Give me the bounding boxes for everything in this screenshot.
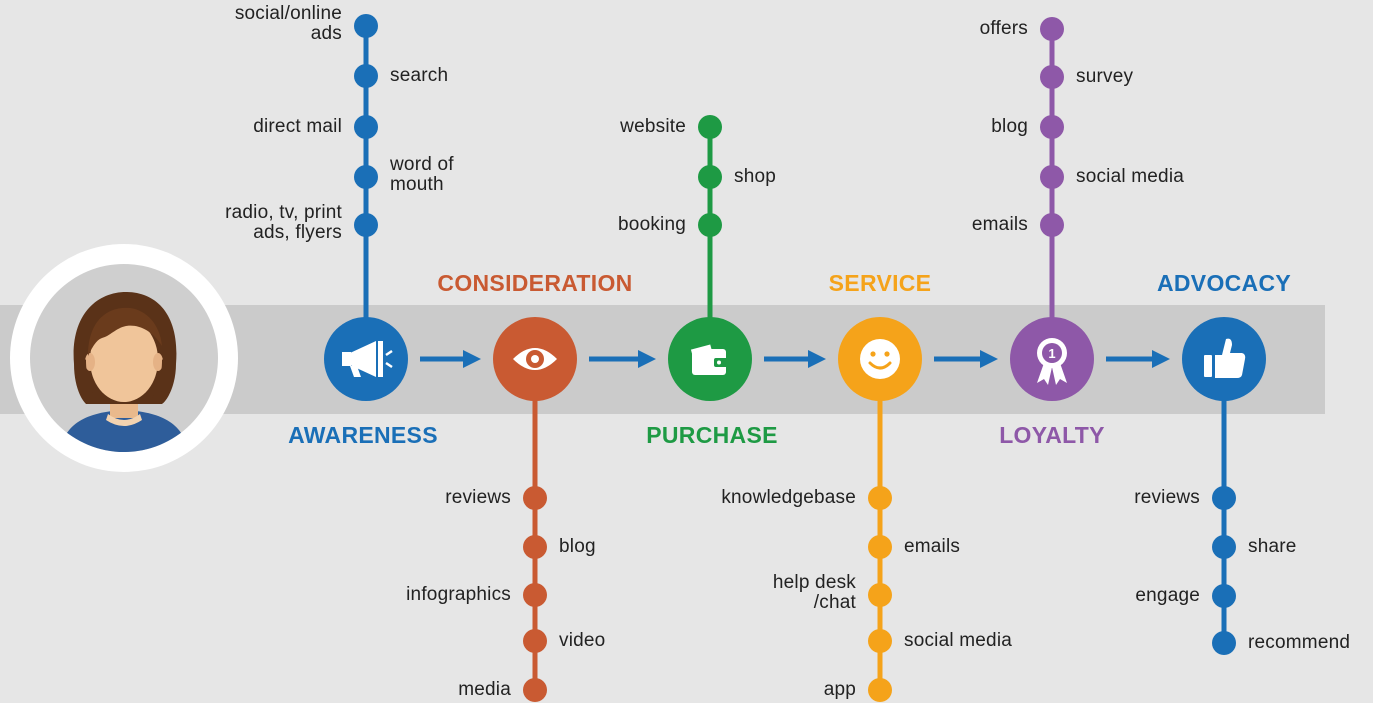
touchpoint-dot [1212,584,1236,608]
touchpoint-dot [868,583,892,607]
touchpoint-label: website [620,116,686,137]
woman-avatar-graphic [60,292,188,452]
touchpoint-dot [1040,65,1064,89]
touchpoint-label: recommend [1248,632,1351,653]
touchpoint-dot [354,14,378,38]
smiley-icon [860,339,900,379]
touchpoint-label: search [390,65,449,86]
touchpoint-dot [354,213,378,237]
woman-avatar-icon [30,264,218,452]
stage-consideration [493,317,577,702]
touchpoint-label: shop [734,166,777,187]
touchpoint-dot [698,165,722,189]
touchpoint-label: radio, tv, print ads, flyers [225,202,342,243]
touchpoint-label: video [559,630,606,651]
touchpoint-label: offers [979,18,1028,39]
stage-title-loyalty: LOYALTY [999,422,1105,448]
touchpoint-dot [1040,165,1064,189]
touchpoint-label: knowledgebase [721,487,856,508]
touchpoint-dot [1212,535,1236,559]
megaphone-icon [342,341,393,377]
touchpoint-label: infographics [406,584,511,605]
touchpoint-label: reviews [1134,487,1200,508]
award-number: 1 [1048,346,1055,361]
stage-title-consideration: CONSIDERATION [437,270,633,296]
touchpoint-label: engage [1135,585,1200,606]
touchpoint-label: survey [1076,66,1134,87]
stage-title-advocacy: ADVOCACY [1156,270,1292,296]
touchpoint-dot [354,115,378,139]
touchpoint-label: social media [904,630,1013,651]
touchpoint-dot [868,678,892,702]
touchpoint-label: app [823,679,856,700]
stage-service [838,317,922,702]
stage-advocacy [1182,317,1266,655]
stage-title-service: SERVICE [828,270,932,296]
touchpoint-dot [1040,17,1064,41]
touchpoint-dot [523,678,547,702]
touchpoint-dot [868,629,892,653]
touchpoint-label: emails [904,536,961,557]
touchpoint-label: social media [1076,166,1185,187]
stage-title-purchase: PURCHASE [646,422,778,448]
touchpoint-dot [523,629,547,653]
touchpoint-dot [354,165,378,189]
thumbs-up-icon [1204,338,1246,378]
touchpoint-dot [868,486,892,510]
touchpoint-dot [1040,115,1064,139]
touchpoint-dot [523,535,547,559]
touchpoint-dot [523,583,547,607]
flow-arrow [420,350,481,368]
touchpoint-label: word of mouth [390,154,454,195]
touchpoint-label: blog [559,536,596,557]
touchpoint-label: media [458,679,511,700]
touchpoint-label: direct mail [253,116,342,137]
stage-purchase [668,115,752,401]
wallet-icon [690,344,728,375]
stage-title-awareness: AWARENESS [288,422,438,448]
touchpoint-label: social/online ads [234,3,342,44]
touchpoint-dot [523,486,547,510]
touchpoint-dot [1212,486,1236,510]
flow-arrow [1106,350,1170,368]
touchpoint-label: help desk /chat [772,572,856,613]
touchpoint-label: booking [618,214,686,235]
stage-loyalty: 1 [1010,17,1094,401]
touchpoint-dot [698,213,722,237]
stage-awareness [324,14,408,401]
touchpoint-dot [868,535,892,559]
touchpoint-label: blog [991,116,1028,137]
flow-arrow [764,350,826,368]
flow-arrow [589,350,656,368]
touchpoint-label: share [1248,536,1297,557]
touchpoint-dot [1212,631,1236,655]
touchpoint-label: emails [971,214,1028,235]
touchpoint-label: reviews [445,487,511,508]
award-ribbon-icon: 1 [1037,338,1067,385]
touchpoint-dot [1040,213,1064,237]
flow-arrow [934,350,998,368]
eye-icon [513,348,557,370]
touchpoint-dot [698,115,722,139]
touchpoint-dot [354,64,378,88]
